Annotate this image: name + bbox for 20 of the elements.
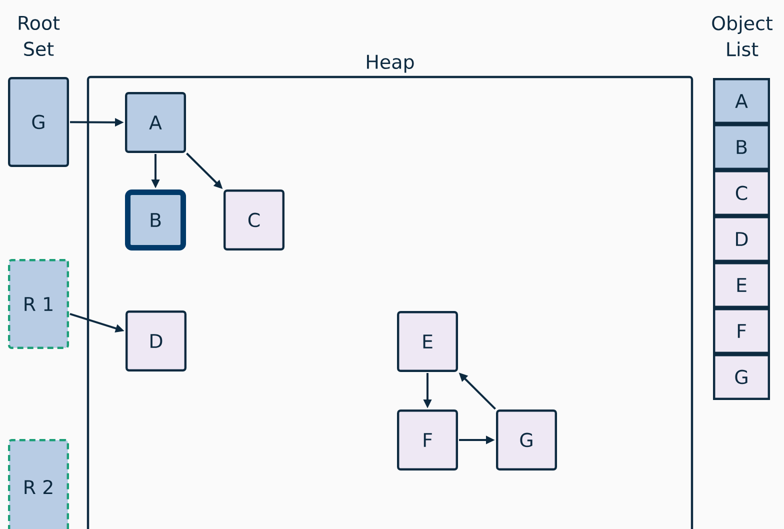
object-box: A — [125, 92, 186, 153]
root-box: G — [8, 77, 69, 167]
object-box: F — [397, 409, 458, 470]
object-box: B — [125, 190, 186, 250]
list-cell: C — [713, 170, 770, 216]
root-box: R 2 — [8, 438, 69, 529]
list-cell: B — [713, 124, 770, 170]
node-label: Heap — [367, 54, 414, 73]
object-box: E — [397, 311, 458, 372]
list-cell: D — [713, 216, 770, 262]
list-cell: A — [713, 78, 770, 124]
object-box: D — [126, 310, 186, 372]
list-cell: F — [713, 308, 770, 354]
root-box: R 1 — [8, 259, 69, 349]
list-cell: E — [713, 262, 770, 308]
heading: Object List — [712, 16, 772, 56]
heading: Root Set — [18, 16, 60, 56]
object-box: G — [496, 409, 557, 470]
list-cell: G — [713, 354, 770, 400]
object-box: C — [224, 190, 284, 250]
